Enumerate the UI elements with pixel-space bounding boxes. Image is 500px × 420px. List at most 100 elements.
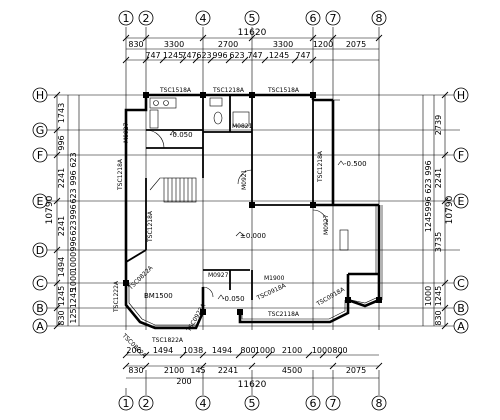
axis-label: 6 [310,12,317,25]
total-width-bottom: 11620 [238,380,267,390]
axis-bubble-bottom-4 [195,395,211,411]
axis-bubble-left-E [32,193,48,209]
axis-bubble-top-6 [305,10,321,26]
axis-label: C [36,277,44,290]
window-label: TSC0822A [127,264,155,292]
axis-bubble-top-2 [138,10,154,26]
window-label: TSC1218A [147,210,154,243]
dim-text: 623 [424,178,433,193]
dim-text: 623 [229,51,244,60]
dim-text: 2739 [434,115,443,135]
axis-label: H [36,89,44,102]
window-label: TSC1222A [113,280,120,313]
dim-text: 996 [424,196,433,211]
door-label: M0821 [232,123,253,130]
axis-bubble-right-F [453,147,469,163]
axis-bubble-top-7 [325,10,341,26]
dim-text: 996 [69,204,78,219]
window-label: TSC1822A [151,337,184,344]
window-label: TSC2118A [267,311,300,318]
axis-bubble-right-C [453,275,469,291]
level-label: -0.500 [344,160,367,168]
axis-bubble-bottom-8 [371,395,387,411]
axis-label: 8 [376,12,383,25]
total-height-right: 10790 [445,195,455,224]
dim-text: 747 [247,51,262,60]
axis-label: E [458,195,465,208]
level-annotations: BM1500 ±0.000 -0.050 -0.500 -0.050 [144,131,367,303]
axis-bubble-top-5 [244,10,260,26]
door-label: M0927 [208,272,229,279]
door-label: M0927 [323,214,330,235]
axis-bubble-right-H [453,87,469,103]
axis-label: E [37,195,44,208]
dim-text: 623 [69,220,78,235]
total-height-left: 10790 [45,195,55,224]
axis-label: C [457,277,465,290]
dim-text: 1000 [424,286,433,306]
dimension-ticks [53,34,449,370]
bottom-dimensions: 206 1494 1038 1494 800 1000 2100 1000 80… [126,346,366,386]
window-label: TSC1218A [117,158,124,191]
dim-text: 2075 [346,40,366,49]
dim-text: 1245 [424,212,433,232]
dim-text: 2100 [164,366,184,375]
dim-text: 1494 [57,257,66,277]
axis-grid [47,27,460,395]
dim-text: 747 [181,51,196,60]
axis-label: 5 [249,12,256,25]
axis-bubble-bottom-5 [244,395,260,411]
dim-text: 3300 [164,40,184,49]
window-label: TSC0918A [315,286,347,309]
dim-text: 1494 [212,346,232,355]
axis-bubble-left-G [32,122,48,138]
axis-bubble-bottom-2 [138,395,154,411]
door-label: M0921 [241,169,248,190]
dimension-lines [56,37,446,379]
axis-bubble-right-A [453,318,469,334]
dim-text: 747 [295,51,310,60]
total-width-top: 11620 [238,28,267,38]
dim-text: 623 [196,51,211,60]
dim-text: 1000 [69,252,78,272]
dim-text: 996 [212,51,227,60]
left-dimensions: 1743 996 2241 2241 1494 1245 830 623 996… [57,103,78,326]
axis-bubble-top-8 [371,10,387,26]
dim-text: 1000 [312,346,332,355]
dim-text: 830 [434,310,443,325]
axis-bubble-left-B [32,300,48,316]
axis-label: 7 [330,12,337,25]
dim-text: 2700 [218,40,238,49]
axis-label: B [457,302,465,315]
axis-bubble-bottom-1 [118,395,134,411]
axis-label: A [457,320,465,333]
window-label: TSC1218A [317,150,324,183]
window-label: TSC1518A [159,87,192,94]
dim-text: 145 [190,366,205,375]
dim-text: 623 [69,152,78,167]
dim-text: 3735 [434,232,443,252]
axis-label: 6 [310,397,317,410]
axis-label: B [36,302,44,315]
level-label: -0.050 [170,131,193,139]
axis-label: 2 [143,12,150,25]
door-label: M1900 [264,275,285,282]
dim-text: 2241 [434,168,443,188]
interior-walls [125,95,314,300]
axis-labels: 1 2 4 5 6 7 8 1 2 4 5 6 7 8 H G F E D C … [36,12,466,410]
dim-text: 1245 [269,51,289,60]
axis-bubble-top-4 [195,10,211,26]
dim-text: 1000 [255,346,275,355]
dim-text: 996 [69,236,78,251]
dim-text: 2075 [346,366,366,375]
dim-text: 4500 [282,366,302,375]
axis-label: A [36,320,44,333]
dim-text: 1245 [69,288,78,308]
dim-text: 1245 [57,286,66,306]
window-label: TSC1218A [212,87,245,94]
axis-label: H [457,89,465,102]
dim-text: 830 [128,366,143,375]
axis-label: F [458,149,464,162]
dim-text: 996 [69,170,78,185]
dim-text: 200 [176,377,191,386]
